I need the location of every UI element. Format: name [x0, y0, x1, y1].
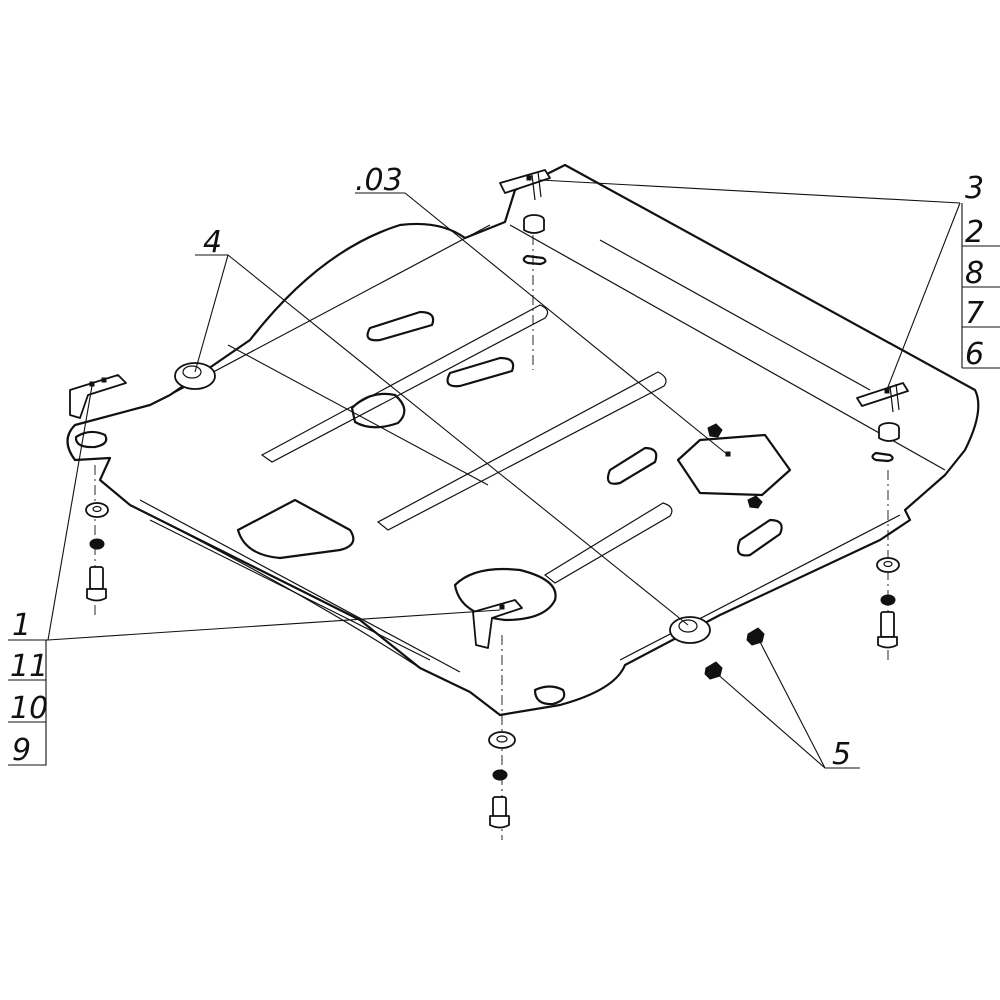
- lock-washer: [89, 538, 105, 550]
- fasteners-right: [876, 557, 900, 649]
- front-flange-hole: [533, 685, 566, 706]
- leader-4b: [227, 344, 489, 486]
- label-bushing: 4: [203, 225, 222, 260]
- label-rear-stack-3: 7: [965, 296, 984, 331]
- bracket-rear: [499, 169, 551, 201]
- sleeve-right: [878, 422, 900, 442]
- leader-5: [714, 637, 860, 769]
- rib-3: [543, 502, 673, 584]
- leader-03: [355, 192, 729, 456]
- front-lip-inner: [149, 519, 431, 661]
- stiffening-ribs: [260, 304, 673, 584]
- bolt-head-2: [746, 627, 765, 646]
- bend-line-rear: [509, 224, 946, 471]
- rear-bead: [599, 239, 871, 391]
- plate-openings: [74, 254, 894, 706]
- bolt: [489, 796, 510, 829]
- washer: [85, 502, 109, 518]
- washer: [876, 557, 900, 573]
- label-plate-ref: .03: [355, 163, 403, 198]
- leader-lines: [8, 179, 1000, 769]
- front-lip: [129, 504, 421, 669]
- callout-labels: .03 4 3 2 8 7 6 1 11 10 9 5: [10, 163, 984, 772]
- skid-plate: [66, 163, 980, 717]
- label-bracket: 3: [965, 171, 984, 206]
- label-rear-stack-2: 8: [965, 256, 984, 291]
- plate-outline: [66, 163, 980, 717]
- bushing-left: [174, 362, 216, 390]
- fasteners-front: [488, 731, 516, 829]
- left-ear-hole: [74, 430, 108, 449]
- slot-small-right: [871, 451, 894, 463]
- leader-3: [539, 179, 961, 393]
- left-cutout: [236, 498, 355, 560]
- label-front-stack-2: 11: [10, 649, 48, 684]
- spacer-sleeves: [523, 214, 900, 442]
- centre-lines: [94, 235, 889, 840]
- bend-line-right: [619, 514, 901, 661]
- bend-line-left: [169, 224, 491, 396]
- rear-stack-frame: [961, 203, 1000, 369]
- hatch-plate: [676, 433, 792, 497]
- hatch-nut-top: [707, 423, 723, 438]
- slot-small-rear: [522, 254, 547, 266]
- bolt: [877, 611, 898, 649]
- washer: [488, 731, 516, 749]
- label-front-stack-3: 10: [10, 691, 48, 726]
- lock-washer: [492, 769, 508, 781]
- label-front-stack-1: 1: [12, 608, 31, 643]
- brackets: [69, 169, 909, 649]
- leader-1: [8, 385, 501, 641]
- sleeve-rear: [523, 214, 545, 234]
- bracket-left: [69, 374, 127, 419]
- bracket-front: [472, 599, 523, 649]
- service-hatch-opening: [350, 392, 406, 429]
- lock-washer: [880, 594, 896, 606]
- bolt: [86, 566, 107, 602]
- slot-2: [446, 356, 515, 388]
- leader-4: [194, 254, 689, 626]
- label-rear-stack-1: 2: [965, 215, 984, 250]
- hatch-nut-bottom: [747, 495, 763, 509]
- front-stack-frame: [8, 640, 47, 766]
- slot-1: [366, 310, 435, 342]
- label-bolt: 5: [832, 737, 851, 772]
- loose-bolts: [704, 627, 765, 680]
- slot-4: [736, 518, 783, 557]
- label-rear-stack-4: 6: [965, 337, 984, 372]
- bushing-front: [669, 616, 711, 644]
- service-hatch-cover: [676, 423, 792, 509]
- slot-3: [606, 446, 658, 485]
- bushings: [174, 362, 711, 644]
- label-front-stack-4: 9: [12, 733, 31, 768]
- fasteners-left: [85, 502, 109, 602]
- rib-2: [376, 371, 667, 531]
- bend-line-front: [139, 499, 461, 673]
- rib-1: [260, 304, 549, 463]
